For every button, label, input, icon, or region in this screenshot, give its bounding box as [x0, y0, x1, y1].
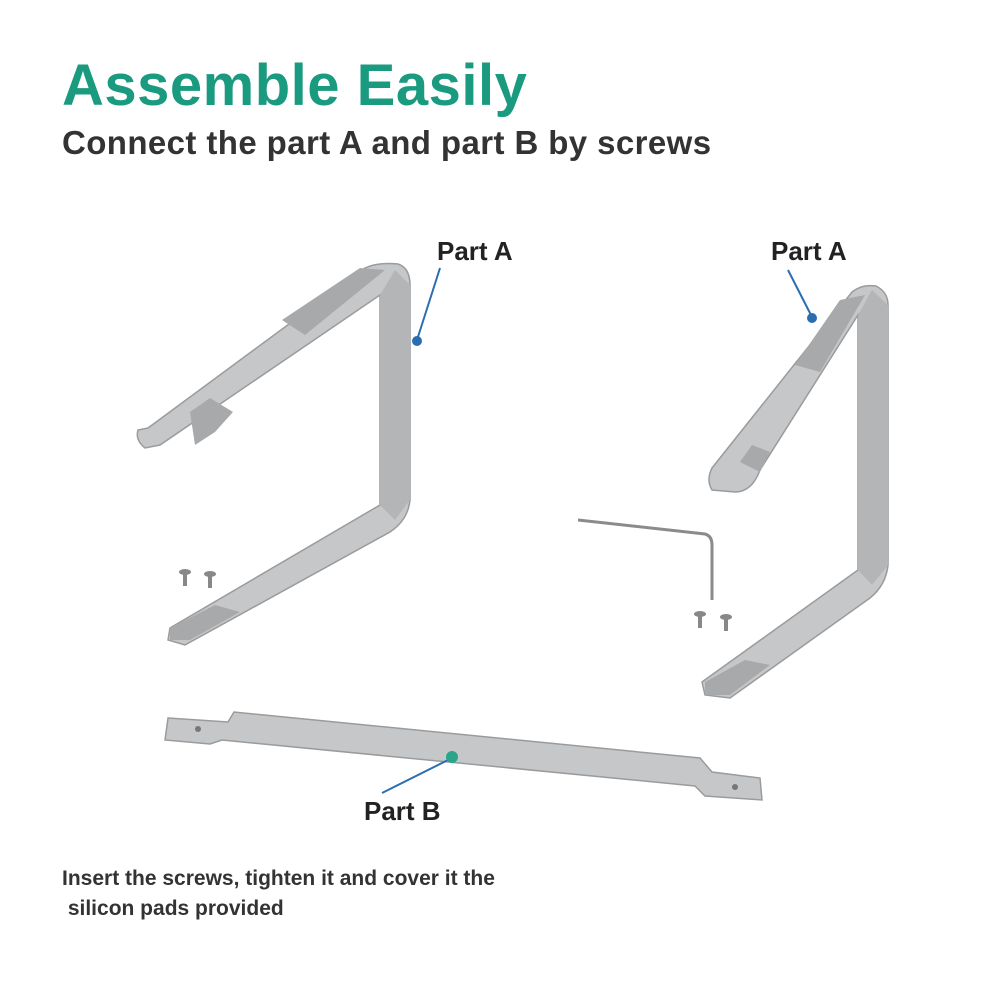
silicon-pad	[740, 445, 770, 472]
silicon-pad	[282, 268, 385, 335]
pointer-dot	[412, 336, 422, 346]
part-b-illustration	[164, 711, 763, 801]
allen-key-icon	[577, 518, 714, 600]
label-part-a-left: Part A	[437, 236, 513, 266]
screw-icon	[720, 614, 732, 631]
screw-icon	[204, 571, 216, 588]
screw-icon	[694, 611, 706, 628]
part-a-right-illustration	[577, 284, 889, 699]
silicon-pad	[190, 398, 233, 445]
silicon-pad	[705, 660, 770, 695]
instruction-line-1: Insert the screws, tighten it and cover …	[62, 867, 495, 890]
label-part-a-right: Part A	[771, 236, 847, 266]
instruction-line-2: silicon pads provided	[62, 897, 284, 920]
page-subtitle: Connect the part A and part B by screws	[62, 124, 712, 161]
part-a-left-illustration	[136, 262, 411, 646]
pointer-dot	[807, 313, 817, 323]
silicon-pad	[795, 295, 865, 372]
pointer-line-part-a-right	[787, 269, 813, 318]
pointer-dot	[446, 751, 458, 763]
page-title: Assemble Easily	[62, 53, 528, 118]
silicon-pad	[170, 605, 240, 640]
pointer-line-part-b	[381, 757, 453, 794]
label-part-b: Part B	[364, 796, 441, 826]
pointer-line-part-a-left	[416, 267, 441, 341]
screw-icon	[179, 569, 191, 586]
